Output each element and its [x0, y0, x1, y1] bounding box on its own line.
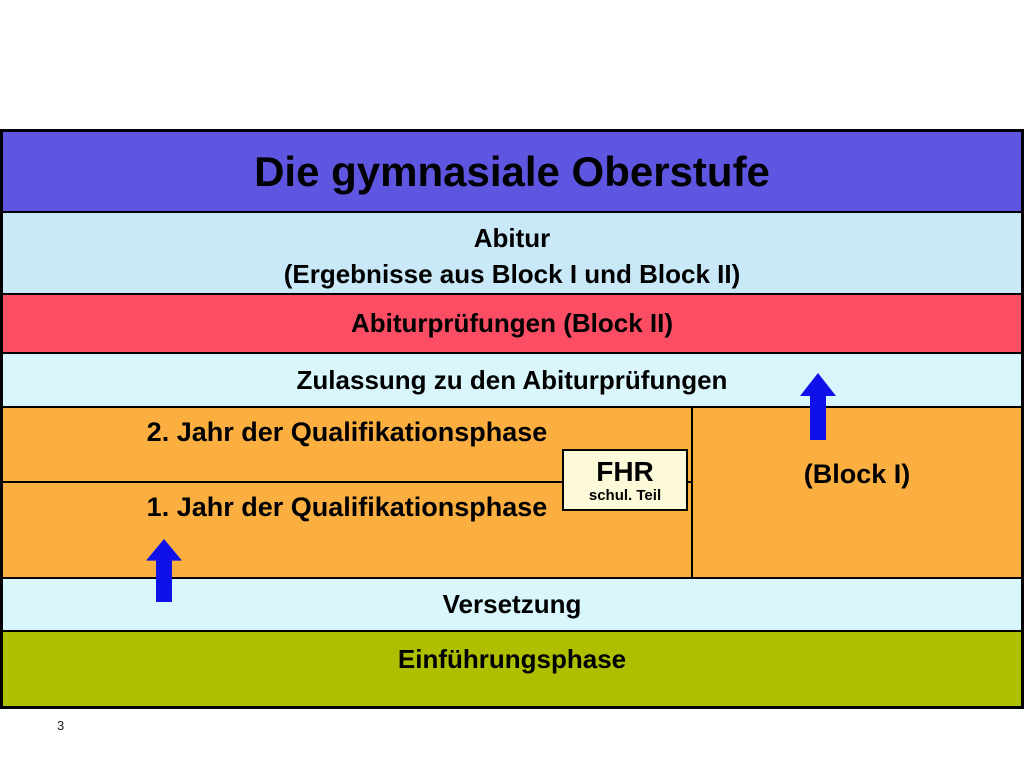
einfuehrungsphase-row: Einführungsphase	[3, 630, 1021, 706]
qualifikationsphase-column: 2. Jahr der Qualifikationsphase 1. Jahr …	[3, 408, 693, 577]
qualifikationsphase-section: 2. Jahr der Qualifikationsphase 1. Jahr …	[3, 406, 1021, 577]
jahr2-cell: 2. Jahr der Qualifikationsphase	[3, 408, 691, 483]
abitur-label: Abitur	[473, 223, 551, 253]
page-number: 3	[57, 718, 65, 733]
abiturpruefungen-row: Abiturprüfungen (Block II)	[3, 293, 1021, 352]
fhr-box: FHR schul. Teil	[562, 449, 688, 511]
up-arrow-icon	[146, 539, 182, 602]
abitur-sublabel: (Ergebnisse aus Block I und Block II)	[283, 259, 741, 289]
fhr-sublabel: schul. Teil	[588, 486, 662, 504]
jahr1-cell: 1. Jahr der Qualifikationsphase	[146, 492, 548, 522]
slide-title: Die gymnasiale Oberstufe	[3, 132, 1021, 211]
fhr-label: FHR	[596, 455, 654, 487]
versetzung-row: Versetzung	[3, 577, 1021, 630]
up-arrow-icon	[800, 373, 836, 440]
oberstufe-diagram: Die gymnasiale Oberstufe Abitur (Ergebni…	[0, 129, 1024, 709]
abitur-row: Abitur (Ergebnisse aus Block I und Block…	[3, 211, 1021, 293]
block1-cell: (Block I)	[803, 459, 911, 489]
zulassung-row: Zulassung zu den Abiturprüfungen	[3, 352, 1021, 406]
